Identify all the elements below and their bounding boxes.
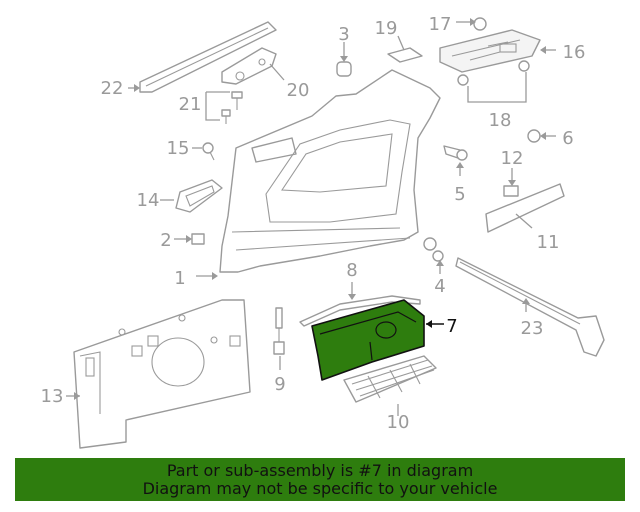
banner-line-disclaimer: Diagram may not be specific to your vehi… xyxy=(142,479,498,498)
banner-line-part: Part or sub-assembly is #7 in diagram xyxy=(166,461,474,480)
callout-8: 8 xyxy=(346,260,357,281)
callout-7-highlighted: 7 xyxy=(446,316,457,337)
part-3-clip xyxy=(336,42,352,77)
part-1-quarter-panel xyxy=(196,69,441,280)
callout-23: 23 xyxy=(521,318,544,339)
callout-labels: 1 2 3 4 5 6 7 8 9 10 11 12 13 14 15 16 1… xyxy=(41,14,586,433)
callout-15: 15 xyxy=(167,138,190,159)
callout-4: 4 xyxy=(434,276,445,297)
part-12-clip xyxy=(503,168,519,197)
callout-20: 20 xyxy=(287,80,310,101)
part-5-screw xyxy=(443,145,468,176)
callout-19: 19 xyxy=(375,18,398,39)
callout-21: 21 xyxy=(179,94,202,115)
part-4-clip xyxy=(423,237,444,274)
part-23-sill-strip xyxy=(455,257,605,357)
part-7-highlighted xyxy=(311,299,444,381)
callout-9: 9 xyxy=(274,374,285,395)
part-11-garnish xyxy=(485,183,565,233)
part-21-screws xyxy=(205,91,243,124)
callout-1: 1 xyxy=(174,268,185,289)
callout-11: 11 xyxy=(537,232,560,253)
callout-2: 2 xyxy=(160,230,171,251)
callout-18: 18 xyxy=(489,110,512,131)
callout-22: 22 xyxy=(101,78,124,99)
callout-5: 5 xyxy=(454,184,465,205)
part-19-clip xyxy=(387,35,423,63)
part-6-clip xyxy=(527,129,556,143)
callout-16: 16 xyxy=(563,42,586,63)
callout-10: 10 xyxy=(387,412,410,433)
part-16-bracket xyxy=(439,29,556,73)
callout-6: 6 xyxy=(562,128,573,149)
part-10-grille xyxy=(343,355,437,416)
part-14-trim-ring xyxy=(160,179,223,213)
info-banner: Part or sub-assembly is #7 in diagram Di… xyxy=(15,458,625,501)
part-13-board xyxy=(66,299,251,449)
part-22-trim-strip xyxy=(139,21,277,93)
part-8-seal xyxy=(299,282,421,327)
part-15-screw xyxy=(192,142,215,161)
part-17-bolt xyxy=(456,17,487,31)
part-2-clip xyxy=(174,233,205,245)
part-9-clip xyxy=(273,307,285,370)
callout-14: 14 xyxy=(137,190,160,211)
part-20-bracket xyxy=(221,47,285,85)
callout-12: 12 xyxy=(501,148,524,169)
parts-diagram: 1 2 3 4 5 6 7 8 9 10 11 12 13 14 15 16 1… xyxy=(41,14,605,449)
callout-17: 17 xyxy=(429,14,452,35)
part-18-screws xyxy=(457,60,530,103)
callout-3: 3 xyxy=(338,24,349,45)
callout-13: 13 xyxy=(41,386,64,407)
